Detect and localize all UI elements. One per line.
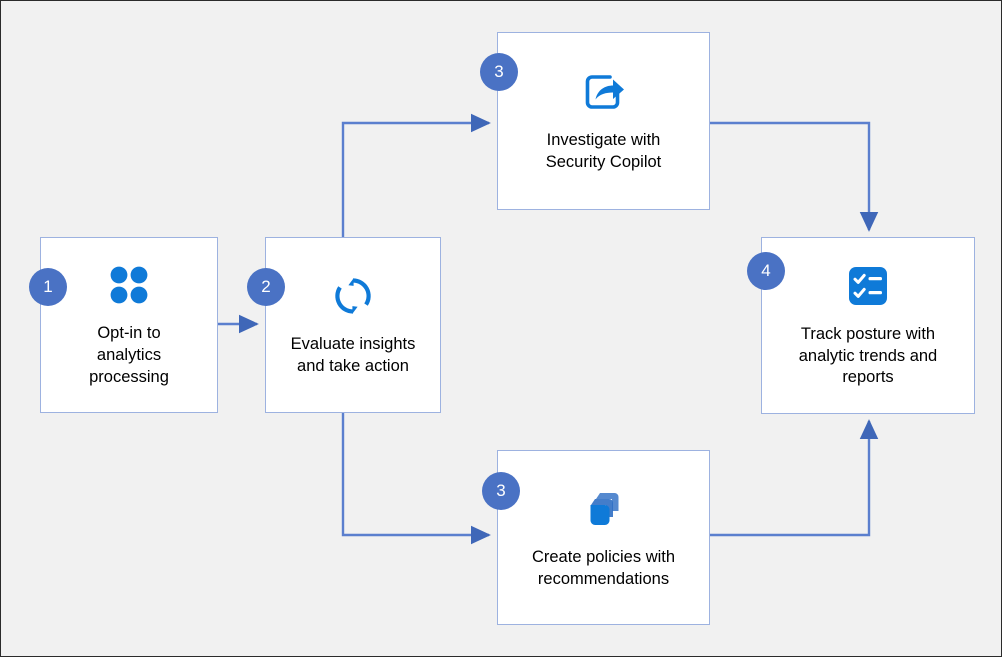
process-node-label: Evaluate insights and take action: [290, 335, 416, 375]
connector-2-to-3a: [341, 113, 491, 237]
process-node-create-policies[interactable]: Create policies with recommendations: [497, 450, 710, 625]
process-node-investigate-copilot[interactable]: Investigate with Security Copilot: [497, 32, 710, 210]
step-badge-number: 3: [494, 62, 504, 81]
step-badge-2: 2: [247, 268, 285, 306]
process-node-label: Opt-in to analytics processing: [89, 324, 169, 386]
process-node-opt-in[interactable]: Opt-in to analytics processing: [40, 237, 218, 413]
step-badge-number: 3: [496, 481, 506, 500]
process-node-label: Investigate with Security Copilot: [545, 131, 662, 171]
connector-3a-to-4: [710, 121, 879, 232]
connector-3b-to-4: [710, 419, 879, 537]
step-badge-3-top: 3: [480, 53, 518, 91]
process-node-label: Create policies with recommendations: [531, 547, 676, 588]
share-export-arrow-icon: [580, 68, 628, 116]
checklist-icon: [844, 262, 892, 310]
process-node-evaluate-insights[interactable]: Evaluate insights and take action: [265, 237, 441, 413]
step-badge-1: 1: [29, 268, 67, 306]
stacked-layers-icon: [580, 485, 628, 533]
process-node-label: Track posture with analytic trends and r…: [798, 324, 938, 387]
connector-2-to-3b: [341, 413, 491, 545]
step-badge-number: 4: [761, 261, 771, 280]
step-badge-number: 1: [43, 277, 53, 296]
sync-refresh-icon: [329, 272, 377, 320]
process-node-track-posture[interactable]: Track posture with analytic trends and r…: [761, 237, 975, 414]
step-badge-4: 4: [747, 252, 785, 290]
four-dots-grid-icon: [105, 261, 153, 309]
step-badge-3-bottom: 3: [482, 472, 520, 510]
step-badge-number: 2: [261, 277, 271, 296]
